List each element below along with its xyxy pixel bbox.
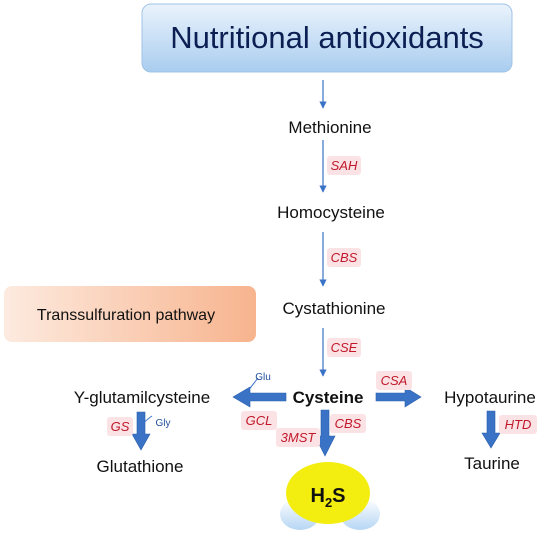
cofactor-glu: Glu (255, 372, 271, 383)
h2s-core (286, 462, 370, 524)
h2s-label: H2S (310, 485, 345, 510)
node-cystathionine: Cystathionine (282, 299, 385, 318)
enzyme-gs: GS (111, 419, 130, 434)
arrow-hypotaurine-to-taurine (481, 410, 501, 449)
enzyme-bg-htd (499, 415, 537, 434)
enzyme-cbs-bottom: CBS (335, 416, 362, 431)
pathway-label-box (4, 286, 256, 342)
enzyme-bg-cbs-top (327, 248, 361, 267)
node-cysteine: Cysteine (293, 388, 364, 407)
h2s-molecule: H2S (280, 462, 380, 530)
gly-curve-arrow (142, 415, 153, 425)
node-hypotaurine: Hypotaurine (444, 388, 536, 407)
enzyme-bg-gs (107, 417, 133, 436)
title-text: Nutritional antioxidants (170, 20, 484, 55)
enzyme-bg-3mst (276, 428, 320, 447)
enzyme-htd: HTD (505, 417, 532, 432)
enzyme-bg-cse (327, 338, 361, 357)
pathway-label: Transsulfuration pathway (37, 307, 215, 324)
enzyme-sah: SAH (331, 158, 358, 173)
enzyme-bg-cbs-bottom (330, 414, 366, 433)
title-box (141, 3, 513, 73)
node-methionine: Methionine (288, 118, 371, 137)
arrow-cysteine-to-hypotaurine (375, 386, 422, 408)
arrow-glutamilcysteine-to-glutathione (131, 411, 151, 451)
glu-curve-arrow (245, 377, 259, 395)
node-glutamilcysteine: Y-glutamilcysteine (74, 388, 210, 407)
enzyme-csa: CSA (381, 373, 408, 388)
cofactor-gly: Gly (156, 418, 171, 429)
enzyme-bg-sah (327, 156, 361, 175)
enzyme-bg-csa (376, 371, 412, 390)
node-taurine: Taurine (464, 454, 520, 473)
enzyme-cbs-top: CBS (331, 250, 358, 265)
node-homocysteine: Homocysteine (277, 203, 385, 222)
arrow-cysteine-to-glutamilcysteine (232, 386, 287, 408)
enzyme-bg-gcl (241, 411, 277, 430)
node-glutathione: Glutathione (97, 457, 184, 476)
enzyme-cse: CSE (331, 340, 358, 355)
enzyme-3mst: 3MST (281, 430, 317, 445)
enzyme-gcl: GCL (246, 413, 273, 428)
